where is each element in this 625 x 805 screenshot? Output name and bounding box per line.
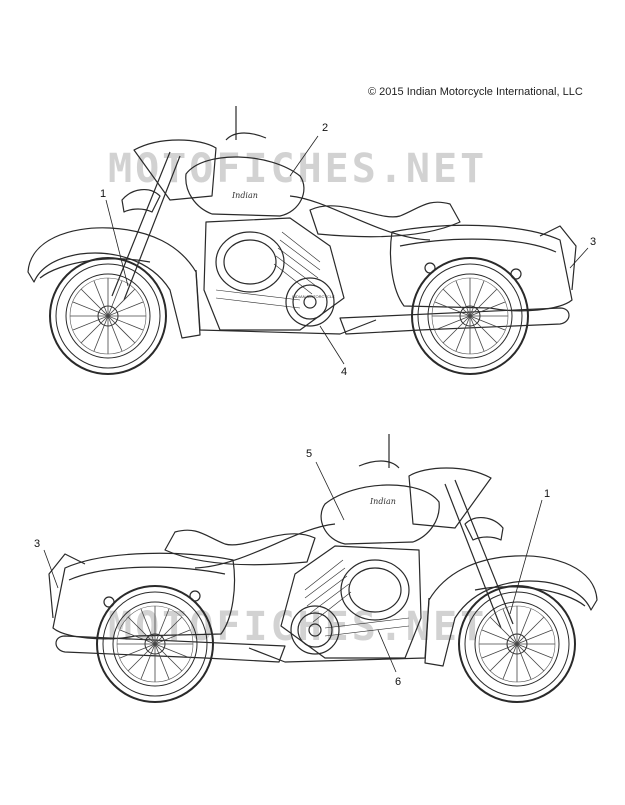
watermark-bottom: MOTOFICHES.NET bbox=[108, 604, 487, 650]
callout-4: 4 bbox=[341, 366, 348, 378]
watermark-top: MOTOFICHES.NET bbox=[108, 146, 487, 192]
tank-logo-bottom: Indian bbox=[369, 497, 396, 506]
motorcycle-top-view: Indian INDIAN MOTORCYCLE bbox=[27, 105, 577, 375]
callout-1-bottom: 1 bbox=[544, 488, 551, 500]
motorcycle-bottom-view bbox=[48, 433, 598, 703]
callout-3-bottom: 3 bbox=[34, 538, 41, 550]
tank-logo-top: Indian bbox=[231, 191, 258, 200]
leader-lines-top bbox=[105, 135, 589, 365]
callout-3-top: 3 bbox=[590, 236, 597, 248]
primary-cover-text-top: INDIAN MOTORCYCLE bbox=[292, 294, 335, 299]
callout-6: 6 bbox=[395, 676, 402, 688]
copyright-notice: © 2015 Indian Motorcycle International, … bbox=[368, 86, 583, 98]
leader-lines-bottom bbox=[43, 461, 543, 673]
callout-2: 2 bbox=[322, 122, 329, 134]
callout-5: 5 bbox=[306, 448, 313, 460]
callout-1-top: 1 bbox=[100, 188, 107, 200]
